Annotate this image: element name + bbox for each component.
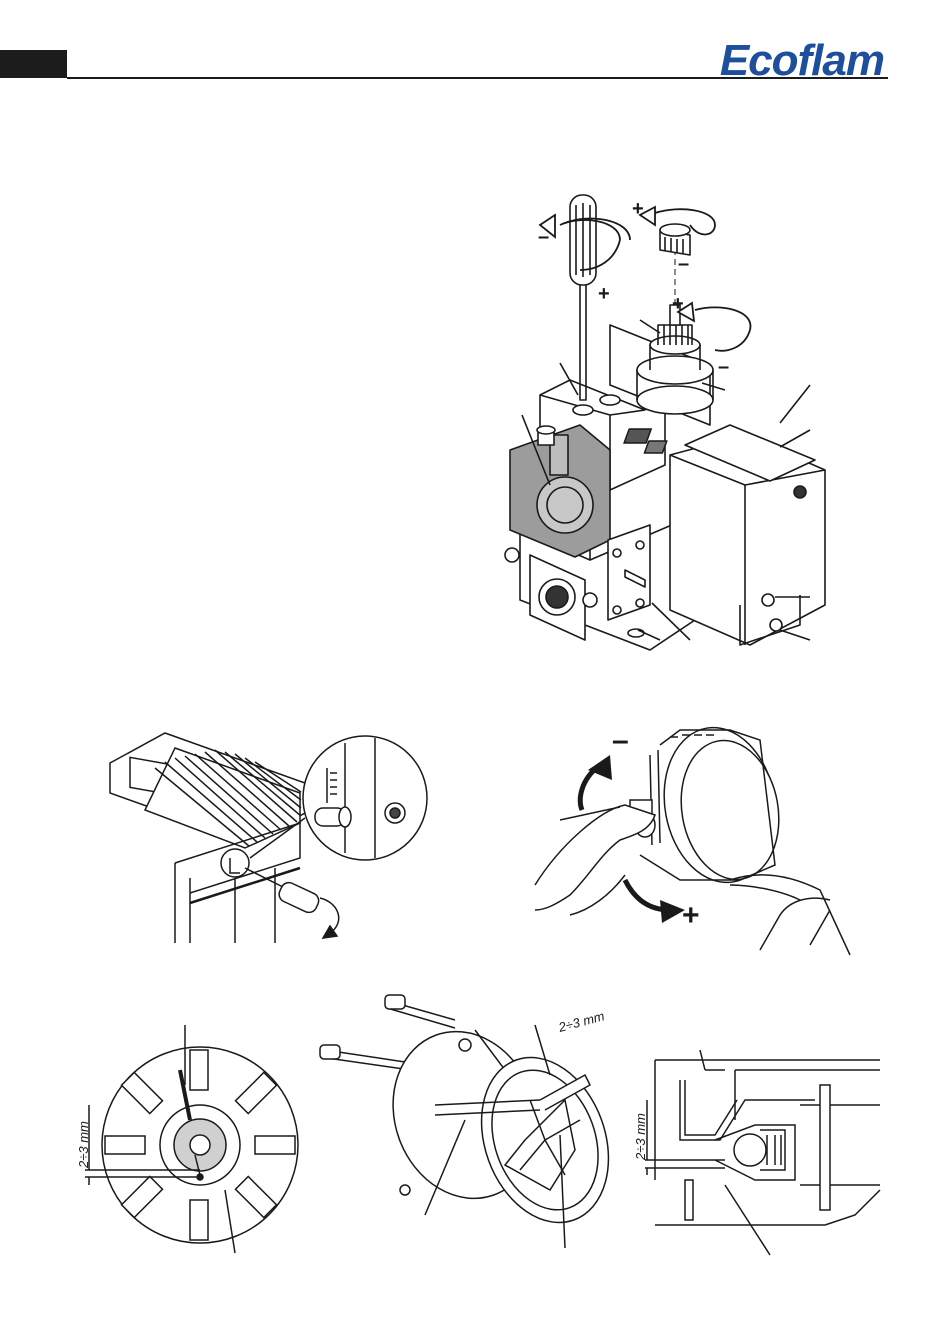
dimension-label: 2÷3 mm [556, 1008, 606, 1035]
air-regulator-figure: – + [530, 715, 860, 960]
dimension-label: 2÷3 mm [633, 1113, 648, 1161]
plus-sign: + [632, 198, 644, 220]
plus-sign: + [682, 899, 700, 932]
plus-sign: + [598, 283, 610, 305]
air-damper-figure [105, 728, 430, 948]
page-tab [0, 50, 67, 78]
minus-sign: – [538, 226, 549, 248]
dimension-label: 2÷3 mm [76, 1121, 91, 1169]
diffuser-front-figure: 2÷3 mm [75, 1025, 310, 1280]
brand-logo: Ecoflam [720, 36, 884, 86]
minus-sign: – [612, 724, 629, 757]
plus-sign: + [672, 293, 684, 315]
minus-sign: – [678, 253, 689, 275]
electrode-perspective-figure: 2÷3 mm [315, 990, 615, 1255]
electrode-section-figure: 2÷3 mm [625, 1040, 887, 1260]
minus-sign: – [718, 356, 729, 378]
gas-valve-figure: – + + – + – [480, 185, 850, 655]
